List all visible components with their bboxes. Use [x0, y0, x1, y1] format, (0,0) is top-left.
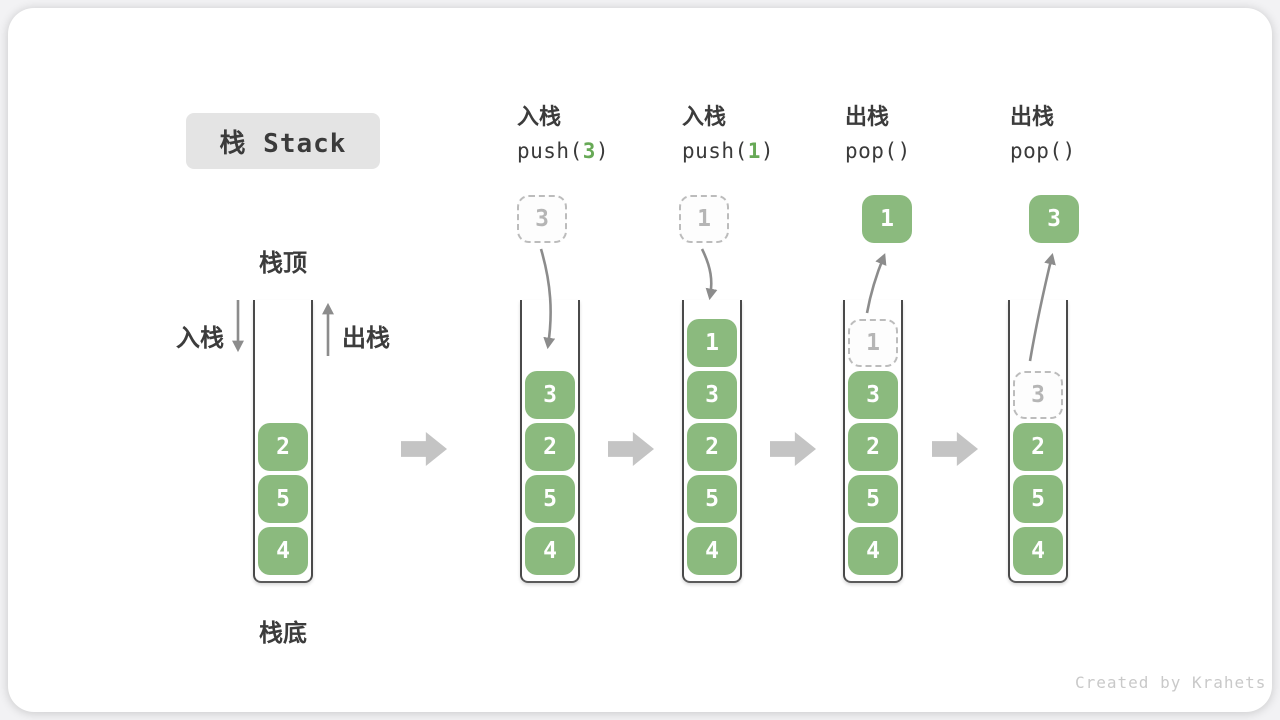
- stack-cell: 5: [525, 475, 575, 523]
- stack-cell: 3: [848, 371, 898, 419]
- code-arg: 1: [747, 139, 761, 163]
- operation-label-pop-1: 出栈 pop(): [845, 103, 1005, 163]
- pushed-value-box: 3: [517, 195, 567, 243]
- pop-direction-label: 出栈: [342, 325, 390, 352]
- stack-cell: 2: [258, 423, 308, 471]
- code-pre: pop(: [845, 139, 898, 163]
- stack-cell: 4: [687, 527, 737, 575]
- stack-top-label: 栈顶: [259, 250, 307, 277]
- stack-cell: 2: [848, 423, 898, 471]
- diagram-title: 栈 Stack: [186, 113, 380, 169]
- operation-label-push-1: 入栈 push(1): [682, 103, 842, 163]
- code-post: ): [1062, 139, 1076, 163]
- stack-during-pop-1: 1 3 2 5 4: [843, 300, 903, 583]
- pushed-value-box: 1: [679, 195, 729, 243]
- popped-value-box: 3: [1029, 195, 1079, 243]
- stack-initial: 2 5 4: [253, 300, 313, 583]
- stack-cell: 2: [525, 423, 575, 471]
- stack-during-pop-3: 3 2 5 4: [1008, 300, 1068, 583]
- stack-cell-ghost: 3: [1013, 371, 1063, 419]
- push-direction-label: 入栈: [176, 325, 224, 352]
- popped-value-box: 1: [862, 195, 912, 243]
- code-pre: pop(: [1010, 139, 1063, 163]
- stack-cell: 5: [1013, 475, 1063, 523]
- stack-bottom-label: 栈底: [259, 620, 307, 647]
- code-post: ): [760, 139, 775, 163]
- stack-cell: 5: [687, 475, 737, 523]
- code-pre: push(: [682, 139, 748, 163]
- operation-label-push-3: 入栈 push(3): [517, 103, 677, 163]
- stack-cell: 3: [687, 371, 737, 419]
- stack-cell: 4: [848, 527, 898, 575]
- operation-code: push(1): [682, 139, 842, 163]
- operation-label-pop-3: 出栈 pop(): [1010, 103, 1170, 163]
- operation-name: 入栈: [517, 104, 562, 129]
- code-pre: push(: [517, 139, 583, 163]
- stack-cell: 4: [1013, 527, 1063, 575]
- stack-cell: 2: [687, 423, 737, 471]
- operation-code: pop(): [1010, 139, 1170, 163]
- code-post: ): [897, 139, 911, 163]
- stack-cell: 1: [687, 319, 737, 367]
- stack-after-push-3: 3 2 5 4: [520, 300, 580, 583]
- code-arg: 3: [582, 139, 596, 163]
- operation-code: pop(): [845, 139, 1005, 163]
- stack-after-push-1: 1 3 2 5 4: [682, 300, 742, 583]
- stack-cell: 2: [1013, 423, 1063, 471]
- operation-name: 入栈: [682, 104, 727, 129]
- stack-cell: 3: [525, 371, 575, 419]
- watermark: Created by Krahets: [1075, 673, 1267, 692]
- stack-cell: 4: [525, 527, 575, 575]
- code-post: ): [595, 139, 610, 163]
- operation-code: push(3): [517, 139, 677, 163]
- stack-cell: 4: [258, 527, 308, 575]
- operation-name: 出栈: [845, 104, 890, 129]
- stack-cell: 5: [258, 475, 308, 523]
- operation-name: 出栈: [1010, 104, 1055, 129]
- stack-cell-ghost: 1: [848, 319, 898, 367]
- stack-cell: 5: [848, 475, 898, 523]
